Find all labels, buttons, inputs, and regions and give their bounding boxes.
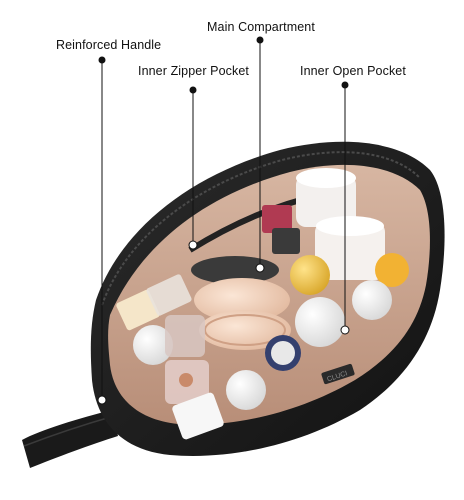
callout-reinforced-handle: Reinforced Handle — [56, 38, 162, 52]
callout-inner-zipper-pocket: Inner Zipper Pocket — [138, 64, 249, 78]
leader-lines — [101, 40, 346, 400]
callout-end-dots — [97, 240, 350, 405]
callout-dots — [98, 36, 349, 94]
main-dot-top — [256, 36, 264, 44]
handle-dot-top — [98, 56, 106, 64]
handle-strap — [22, 410, 118, 468]
callout-inner-open-pocket: Inner Open Pocket — [300, 64, 406, 78]
callout-main-compartment: Main Compartment — [207, 20, 315, 34]
zipper-dot-top — [189, 86, 197, 94]
open-dot-top — [341, 81, 349, 89]
